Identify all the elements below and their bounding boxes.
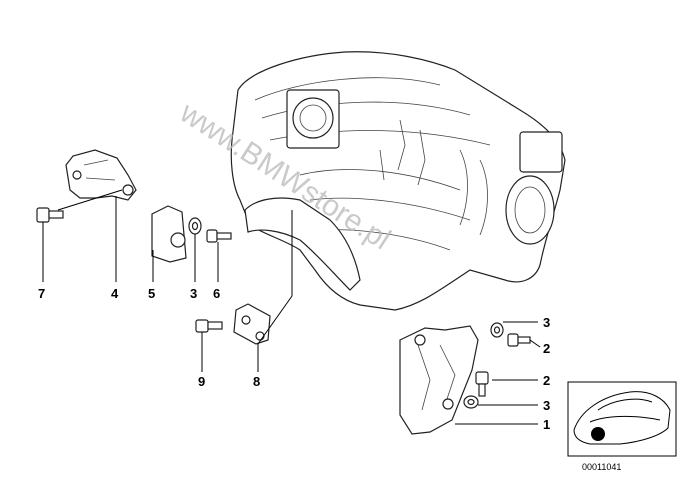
leader-lines <box>42 189 541 425</box>
washer-part-3-top-right <box>490 322 504 338</box>
washer-part-3-lower-right <box>463 395 479 409</box>
plate-part-8 <box>233 303 271 345</box>
callout-2: 2 <box>543 341 550 356</box>
callout-5: 5 <box>148 286 155 301</box>
callout-labels: 7 4 5 3 6 9 8 3 2 2 3 1 <box>38 286 550 432</box>
callout-2: 2 <box>543 373 550 388</box>
diagram-part-number: 00011041 <box>582 462 621 472</box>
callout-7: 7 <box>38 286 45 301</box>
bracket-part-1 <box>399 325 479 435</box>
cover-part-5 <box>151 205 187 263</box>
callout-3: 3 <box>543 315 550 330</box>
bolt-part-6 <box>206 229 232 243</box>
callout-9: 9 <box>198 374 205 389</box>
bracket-part-4 <box>65 149 137 201</box>
callout-3: 3 <box>543 398 550 413</box>
callout-8: 8 <box>253 374 260 389</box>
car-thumbnail-icon <box>573 391 671 445</box>
intake-manifold <box>230 51 566 311</box>
washer-part-3-left <box>188 217 202 235</box>
vehicle-location-inset <box>567 381 677 457</box>
bolt-part-2-lower-right <box>475 371 489 397</box>
callout-1: 1 <box>543 417 550 432</box>
bolt-part-9 <box>195 319 223 333</box>
bolt-part-2-top-right <box>507 333 531 347</box>
callout-4: 4 <box>111 286 119 301</box>
callout-3: 3 <box>190 286 197 301</box>
callout-6: 6 <box>213 286 220 301</box>
bolt-part-7 <box>36 207 64 223</box>
